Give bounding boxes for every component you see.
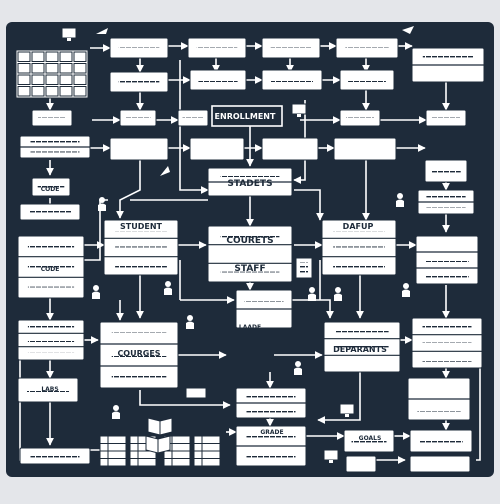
- entity-box: [103, 219, 179, 276]
- student-icon: [92, 285, 100, 299]
- label-student: STUDENT: [120, 222, 163, 231]
- tray-icon: [185, 387, 207, 399]
- label-grade: GRADE: [260, 429, 283, 436]
- label-labs: LABS: [41, 386, 58, 393]
- entity-box: [17, 235, 85, 299]
- student-icon: [98, 197, 106, 211]
- label-code-mid: CODE: [41, 266, 60, 273]
- entity-box: [343, 429, 395, 453]
- book-icon: [145, 435, 171, 454]
- staff-icon: [308, 287, 316, 301]
- entity-box: [409, 455, 471, 473]
- entity-box: [261, 37, 321, 59]
- connector-lines: [19, 42, 481, 464]
- entity-box: [207, 225, 293, 283]
- entity-box: [411, 47, 485, 83]
- label-goals: GOALS: [359, 435, 382, 442]
- calendar-grid: [15, 49, 89, 99]
- computer-icon: [61, 27, 77, 41]
- entity-box: [19, 135, 91, 159]
- entity-box: [17, 377, 79, 403]
- entity-labels: ENROLLMENT STADETS STUDENT COURETS STAFF…: [41, 112, 387, 442]
- mini-table: [99, 435, 127, 467]
- student-icon: [112, 405, 120, 419]
- entity-box: [407, 377, 471, 421]
- entity-box: [425, 109, 467, 127]
- label-dafup: DAFUP: [343, 222, 374, 231]
- entity-box: [189, 137, 245, 161]
- entity-box: [321, 219, 397, 276]
- entity-box: [323, 321, 401, 373]
- entity-box: [109, 71, 169, 93]
- entity-box: [235, 425, 307, 467]
- entity-box: [99, 321, 179, 389]
- enrollment-box: [211, 105, 283, 127]
- book-icon: [147, 417, 173, 436]
- entity-box: [261, 69, 323, 91]
- entity-box: [409, 429, 473, 453]
- entity-box: [187, 37, 247, 59]
- entity-box: [411, 317, 483, 369]
- entity-box: [415, 235, 479, 285]
- computer-icon: [291, 103, 307, 117]
- entity-box: [17, 319, 85, 361]
- label-students: STADETS: [227, 179, 272, 189]
- staff-icon: [334, 287, 342, 301]
- entity-box: [189, 69, 247, 91]
- entity-box: [333, 137, 397, 161]
- entity-box: [119, 109, 157, 127]
- staff-icon: [396, 193, 404, 207]
- entity-box: [109, 137, 169, 161]
- staff-icon: [186, 315, 194, 329]
- label-class: LAADE: [239, 324, 261, 331]
- entity-box: [19, 203, 81, 221]
- entity-box: [19, 447, 91, 465]
- entity-box: [261, 137, 319, 161]
- document-icon: [295, 257, 313, 279]
- entity-box: [177, 109, 209, 127]
- mini-table: [193, 435, 221, 467]
- entity-box: [345, 455, 377, 473]
- entity-box: [235, 289, 293, 329]
- entity-box: [31, 109, 73, 127]
- label-enrollment: ENROLLMENT: [215, 112, 276, 121]
- entity-box: [207, 167, 293, 197]
- computer-icon: [323, 449, 339, 463]
- label-staff: STAFF: [234, 264, 265, 274]
- entity-box: [235, 387, 307, 419]
- pencil-icon: [96, 26, 414, 176]
- staff-icon: [294, 361, 302, 375]
- computer-icon: [339, 403, 355, 417]
- staff-icon: [402, 283, 410, 297]
- label-departments: DEPARANTS: [333, 345, 387, 354]
- label-code-left: CODE: [41, 186, 60, 193]
- entity-box: [109, 37, 169, 59]
- label-courses-center: COURETS: [226, 236, 273, 246]
- entity-box: [424, 159, 468, 183]
- student-icon: [164, 281, 172, 295]
- label-courses: COURGES: [117, 349, 160, 358]
- entity-box: [335, 37, 399, 59]
- entity-box: [339, 109, 381, 127]
- entity-box: [339, 69, 395, 91]
- entity-box: [417, 189, 475, 215]
- entity-box: [31, 177, 71, 197]
